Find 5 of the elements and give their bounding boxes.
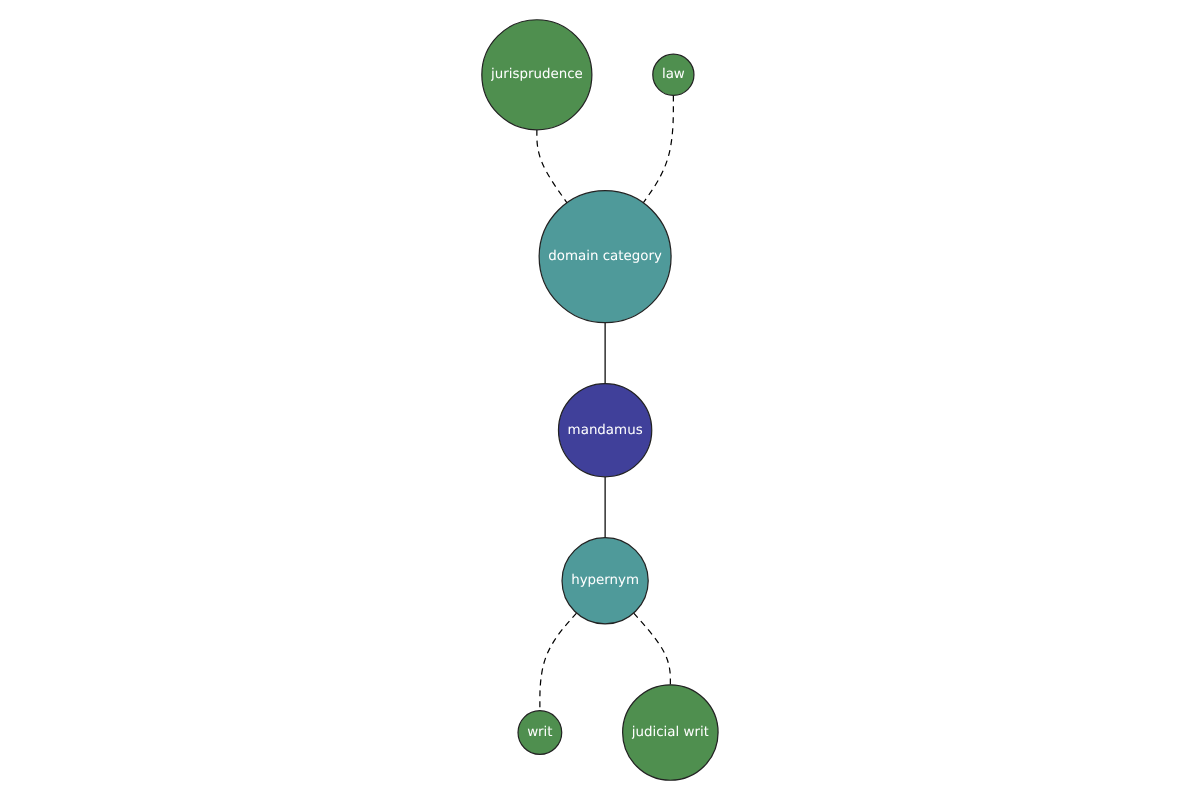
connector — [604, 476, 606, 539]
connector — [633, 612, 671, 686]
connector — [604, 322, 606, 385]
connector — [642, 94, 674, 204]
connector — [536, 129, 568, 204]
